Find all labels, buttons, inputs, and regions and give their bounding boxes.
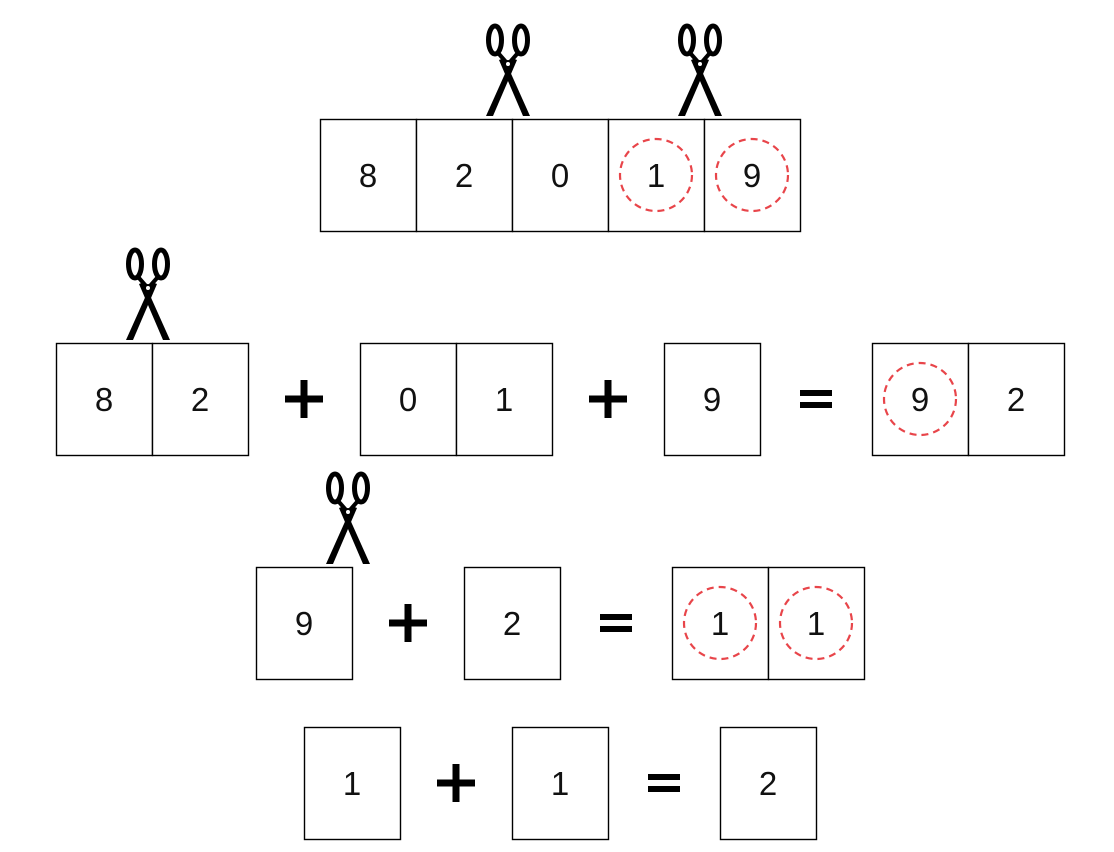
plus-icon bbox=[285, 380, 323, 418]
equals-icon bbox=[800, 390, 832, 408]
digit-label: 2 bbox=[191, 381, 209, 418]
digit-cell bbox=[511, 726, 610, 841]
digit-group: 1 bbox=[303, 726, 402, 841]
digit-label: 9 bbox=[911, 381, 929, 418]
scissors-blade-right bbox=[339, 506, 370, 564]
digit-group: 2 bbox=[719, 726, 818, 841]
digit-cell bbox=[463, 566, 562, 681]
digit-label: 1 bbox=[343, 765, 361, 802]
equals-icon bbox=[600, 614, 632, 632]
digit-label: 1 bbox=[711, 605, 729, 642]
scissors-icon bbox=[126, 247, 170, 340]
scissors-blade-right bbox=[499, 58, 530, 116]
digit-cell bbox=[255, 566, 354, 681]
highlight-circle bbox=[778, 585, 854, 661]
digit-cell bbox=[151, 342, 250, 457]
digit-cell bbox=[303, 726, 402, 841]
digit-label: 0 bbox=[399, 381, 417, 418]
digit-label: 1 bbox=[495, 381, 513, 418]
digit-label: 2 bbox=[1007, 381, 1025, 418]
scissors-handle-right bbox=[704, 23, 722, 57]
scissors-handle-right bbox=[152, 247, 170, 281]
scissors-pivot bbox=[696, 60, 704, 68]
scissors-handle-right bbox=[512, 23, 530, 57]
scissors-pivot bbox=[344, 508, 352, 516]
scissors-pivot bbox=[504, 60, 512, 68]
digit-label: 2 bbox=[503, 605, 521, 642]
equation-row: 1 1 2 bbox=[303, 726, 818, 841]
scissors-icon bbox=[326, 471, 370, 564]
digit-group: 1 bbox=[511, 726, 610, 841]
scissors-handle-left bbox=[486, 23, 504, 57]
digit-label: 1 bbox=[647, 157, 665, 194]
scissors-pivot bbox=[144, 284, 152, 292]
digit-label: 8 bbox=[359, 157, 377, 194]
equals-icon bbox=[648, 774, 680, 792]
plus-icon bbox=[389, 604, 427, 642]
highlight-circle bbox=[682, 585, 758, 661]
digit-cell bbox=[415, 118, 514, 233]
digit-group: 9 bbox=[255, 566, 354, 681]
digit-label: 8 bbox=[95, 381, 113, 418]
digit-cell bbox=[511, 118, 610, 233]
digit-group: 8 2 0 1 9 bbox=[319, 118, 802, 233]
digit-cell bbox=[55, 342, 154, 457]
highlight-circle bbox=[714, 137, 790, 213]
digit-group: 2 bbox=[463, 566, 562, 681]
scissors-blade-right bbox=[139, 282, 170, 340]
digit-label: 9 bbox=[295, 605, 313, 642]
scissors-handle-left bbox=[678, 23, 696, 57]
plus-icon bbox=[589, 380, 627, 418]
scissors-icon bbox=[486, 23, 530, 116]
digit-cell bbox=[455, 342, 554, 457]
highlight-circle bbox=[618, 137, 694, 213]
digit-label: 9 bbox=[703, 381, 721, 418]
scissors-blade-right bbox=[691, 58, 722, 116]
digit-cell bbox=[663, 342, 762, 457]
scissors-handle-left bbox=[326, 471, 344, 505]
equation-row: 8 2 0 1 9 bbox=[319, 118, 802, 233]
digit-label: 0 bbox=[551, 157, 569, 194]
digit-label: 1 bbox=[807, 605, 825, 642]
plus-icon bbox=[437, 764, 475, 802]
scissors-handle-left bbox=[126, 247, 144, 281]
digit-label: 1 bbox=[551, 765, 569, 802]
digit-group: 9 bbox=[663, 342, 762, 457]
digit-cell bbox=[319, 118, 418, 233]
highlight-circle bbox=[882, 361, 958, 437]
digit-label: 2 bbox=[759, 765, 777, 802]
digit-cell bbox=[719, 726, 818, 841]
digit-label: 9 bbox=[743, 157, 761, 194]
scissors-handle-right bbox=[352, 471, 370, 505]
digit-label: 2 bbox=[455, 157, 473, 194]
digit-cell bbox=[967, 342, 1066, 457]
scissors-icon bbox=[678, 23, 722, 116]
